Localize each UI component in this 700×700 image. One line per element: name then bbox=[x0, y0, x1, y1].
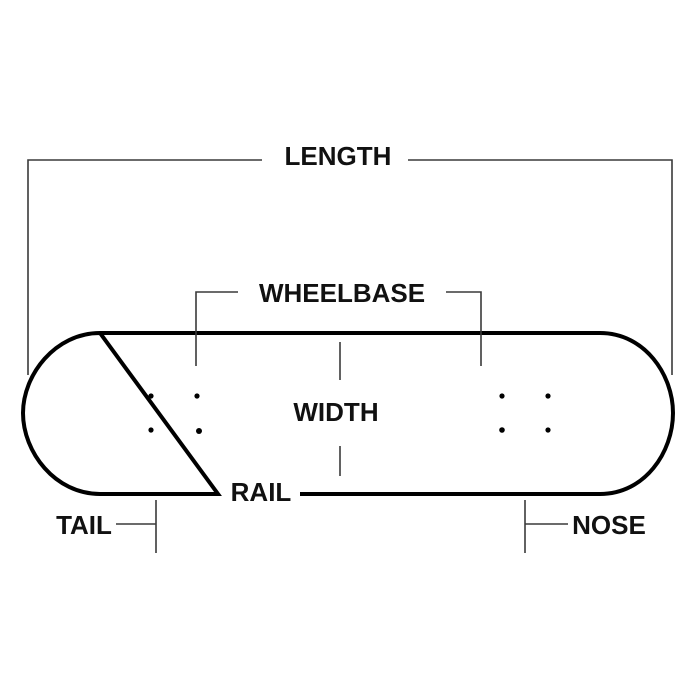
length-bracket-right bbox=[408, 159, 673, 375]
nose-dimension: NOSE bbox=[524, 500, 646, 553]
length-dimension: LENGTH bbox=[27, 141, 673, 375]
rail-label: RAIL bbox=[231, 477, 292, 507]
nose-truck-holes bbox=[499, 393, 551, 433]
wheelbase-label: WHEELBASE bbox=[259, 278, 425, 308]
bolt-hole bbox=[148, 393, 154, 399]
bolt-hole bbox=[196, 428, 202, 434]
deck-outline bbox=[20, 330, 676, 496]
bolt-hole bbox=[499, 427, 505, 433]
tail-truck-holes bbox=[148, 393, 202, 434]
length-bracket-left bbox=[27, 159, 262, 375]
width-label: WIDTH bbox=[293, 397, 378, 427]
wheelbase-bracket-right bbox=[446, 291, 482, 366]
tail-dimension: TAIL bbox=[56, 500, 157, 553]
bolt-hole bbox=[499, 393, 505, 399]
tail-label: TAIL bbox=[56, 510, 112, 540]
bolt-hole bbox=[545, 393, 551, 399]
width-dimension: WIDTH bbox=[293, 342, 379, 476]
wheelbase-bracket-left bbox=[195, 291, 238, 366]
bolt-hole bbox=[148, 427, 154, 433]
wheelbase-dimension: WHEELBASE bbox=[195, 278, 482, 366]
bolt-hole bbox=[194, 393, 200, 399]
length-label: LENGTH bbox=[285, 141, 392, 171]
nose-label: NOSE bbox=[572, 510, 646, 540]
bolt-hole bbox=[545, 427, 551, 433]
